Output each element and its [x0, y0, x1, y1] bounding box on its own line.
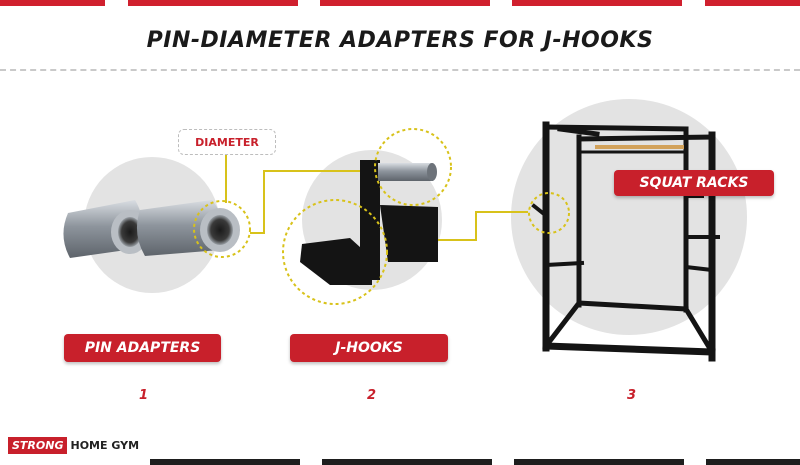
- top-stripe-3: [320, 0, 490, 6]
- item-number-1: 1: [139, 388, 149, 403]
- page-title: PIN-DIAMETER ADAPTERS FOR J-HOOKS: [146, 28, 654, 53]
- title-divider: [0, 69, 800, 71]
- squat-racks-label: SQUAT RACKS: [614, 170, 774, 196]
- diameter-callout: DIAMETER: [178, 129, 276, 155]
- brand-home-gym: HOME GYM: [70, 439, 140, 452]
- top-stripe-1: [0, 0, 105, 6]
- pin-adapter-left: [63, 200, 149, 258]
- bottom-stripe-1: [150, 459, 300, 465]
- adapter-to-hook-connector: [250, 170, 373, 234]
- brand-logo: STRONG HOME GYM: [8, 437, 139, 454]
- top-stripe-5: [705, 0, 800, 6]
- pin-highlight-circle: [374, 128, 452, 206]
- top-stripe-2: [128, 0, 298, 6]
- j-hooks-label: J-HOOKS: [290, 334, 448, 362]
- hook-highlight-circle: [282, 199, 388, 305]
- item-number-2: 2: [367, 388, 377, 403]
- rack-hook-highlight-circle: [528, 192, 570, 234]
- bottom-stripe-4: [706, 459, 800, 465]
- brand-strong: STRONG: [8, 437, 68, 454]
- pin-adapter-right: [136, 200, 240, 256]
- item-number-3: 3: [627, 388, 637, 403]
- bottom-stripe-2: [322, 459, 492, 465]
- j-hook-illustration: [300, 160, 438, 285]
- top-stripe-4: [512, 0, 682, 6]
- diameter-highlight-circle: [193, 200, 251, 258]
- pin-adapters-label: PIN ADAPTERS: [64, 334, 221, 362]
- bottom-stripe-3: [514, 459, 684, 465]
